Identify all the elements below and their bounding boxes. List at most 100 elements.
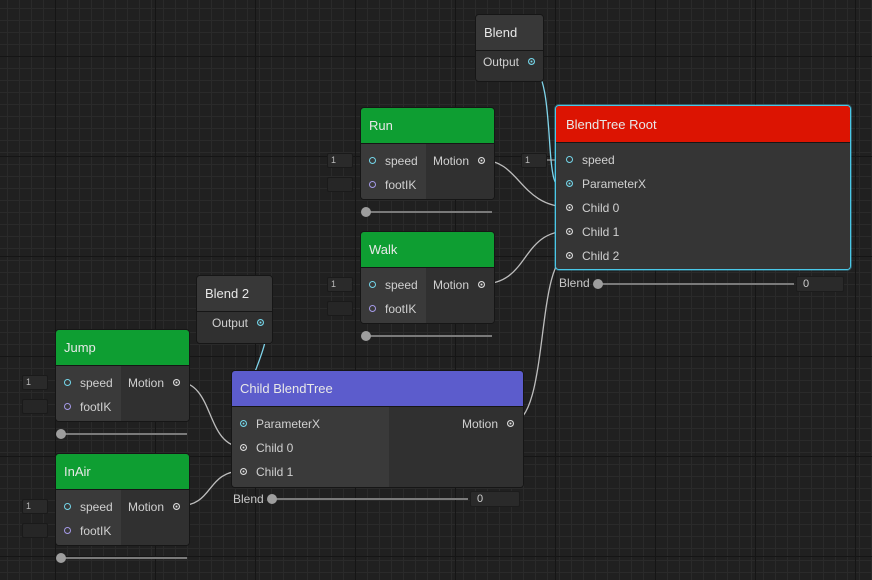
port-label: footIK	[385, 178, 417, 192]
node-blend-2-header[interactable]: Blend 2	[197, 276, 272, 312]
port-dot-icon[interactable]	[478, 281, 485, 288]
node-jump-title: Jump	[64, 340, 96, 355]
inair-slider-track[interactable]	[61, 557, 187, 559]
node-inair-title: InAir	[64, 464, 91, 479]
root-speed-value-field[interactable]: 1	[521, 153, 547, 168]
port-dot-icon[interactable]	[64, 403, 71, 410]
node-child-blendtree-header[interactable]: Child BlendTree	[232, 371, 523, 407]
jump-slider-track[interactable]	[61, 433, 187, 435]
port-inair-speed[interactable]: speed	[64, 495, 113, 519]
port-dot-icon[interactable]	[369, 157, 376, 164]
port-root-speed[interactable]: speed	[566, 148, 615, 172]
port-child-parameterx[interactable]: ParameterX	[240, 412, 320, 436]
node-run[interactable]: Run speed footIK Motion	[360, 107, 495, 200]
port-run-speed[interactable]: speed	[369, 149, 418, 173]
node-blendtree-root[interactable]: BlendTree Root speed ParameterX Child 0 …	[555, 105, 851, 270]
port-dot-icon[interactable]	[566, 204, 573, 211]
port-dot-icon[interactable]	[369, 281, 376, 288]
port-label: speed	[385, 278, 418, 292]
jump-speed-value-field[interactable]: 1	[22, 375, 48, 390]
port-dot-icon[interactable]	[566, 228, 573, 235]
port-label: speed	[80, 376, 113, 390]
port-root-child2[interactable]: Child 2	[566, 244, 619, 268]
port-walk-speed[interactable]: speed	[369, 273, 418, 297]
root-blend-slider-knob[interactable]	[593, 279, 603, 289]
port-root-child1[interactable]: Child 1	[566, 220, 619, 244]
port-dot-icon[interactable]	[566, 180, 573, 187]
inair-footik-value-field[interactable]	[22, 523, 48, 538]
port-jump-speed[interactable]: speed	[64, 371, 113, 395]
port-label: Output	[482, 55, 519, 69]
node-root-header[interactable]: BlendTree Root	[556, 106, 850, 143]
port-dot-icon[interactable]	[528, 58, 535, 65]
port-label: Motion	[461, 417, 498, 431]
inair-speed-value-field[interactable]: 1	[22, 499, 48, 514]
child-blend-value-field[interactable]: 0	[470, 491, 520, 507]
node-inair-header[interactable]: InAir	[56, 454, 189, 490]
port-jump-footik[interactable]: footIK	[64, 395, 111, 419]
port-dot-icon[interactable]	[240, 444, 247, 451]
walk-footik-value-field[interactable]	[327, 301, 353, 316]
node-child-blendtree[interactable]: Child BlendTree ParameterX Child 0 Child…	[231, 370, 524, 488]
port-child-child0[interactable]: Child 0	[240, 436, 293, 460]
port-root-parameterx[interactable]: ParameterX	[566, 172, 646, 196]
child-blend-slider-track[interactable]	[272, 498, 468, 500]
port-run-footik[interactable]: footIK	[369, 173, 416, 197]
root-blend-slider-track[interactable]	[598, 283, 794, 285]
port-dot-icon[interactable]	[566, 252, 573, 259]
run-footik-value-field[interactable]	[327, 177, 353, 192]
port-dot-icon[interactable]	[173, 379, 180, 386]
node-inair[interactable]: InAir speed footIK Motion	[55, 453, 190, 546]
port-root-child0[interactable]: Child 0	[566, 196, 619, 220]
port-dot-icon[interactable]	[369, 181, 376, 188]
run-speed-value-field[interactable]: 1	[327, 153, 353, 168]
node-blend-header[interactable]: Blend	[476, 15, 543, 51]
node-jump[interactable]: Jump speed footIK Motion	[55, 329, 190, 422]
node-walk-header[interactable]: Walk	[361, 232, 494, 268]
port-dot-icon[interactable]	[507, 420, 514, 427]
port-dot-icon[interactable]	[240, 468, 247, 475]
port-dot-icon[interactable]	[257, 319, 264, 326]
node-blend[interactable]: Blend Output	[475, 14, 544, 82]
run-slider-knob[interactable]	[361, 207, 371, 217]
port-label: Output	[211, 316, 248, 330]
port-dot-icon[interactable]	[64, 527, 71, 534]
node-jump-header[interactable]: Jump	[56, 330, 189, 366]
root-blend-value-field[interactable]: 0	[796, 276, 844, 292]
port-dot-icon[interactable]	[566, 156, 573, 163]
port-child-motion[interactable]: Motion	[462, 412, 514, 436]
port-blend-2-output[interactable]: Output	[212, 311, 264, 335]
port-label: Child 1	[582, 225, 620, 239]
port-walk-motion[interactable]: Motion	[433, 273, 485, 297]
port-label: Child 0	[582, 201, 620, 215]
port-label: ParameterX	[256, 417, 321, 431]
port-walk-footik[interactable]: footIK	[369, 297, 416, 321]
walk-speed-value-field[interactable]: 1	[327, 277, 353, 292]
port-blend-output[interactable]: Output	[483, 50, 535, 74]
port-label: speed	[80, 500, 113, 514]
inair-slider-knob[interactable]	[56, 553, 66, 563]
port-dot-icon[interactable]	[369, 305, 376, 312]
node-walk[interactable]: Walk speed footIK Motion	[360, 231, 495, 324]
child-blend-slider-knob[interactable]	[267, 494, 277, 504]
node-run-header[interactable]: Run	[361, 108, 494, 144]
walk-slider-track[interactable]	[366, 335, 492, 337]
port-label: Motion	[432, 154, 469, 168]
port-inair-motion[interactable]: Motion	[128, 495, 180, 519]
port-dot-icon[interactable]	[478, 157, 485, 164]
port-dot-icon[interactable]	[64, 503, 71, 510]
port-inair-footik[interactable]: footIK	[64, 519, 111, 543]
port-dot-icon[interactable]	[240, 420, 247, 427]
port-run-motion[interactable]: Motion	[433, 149, 485, 173]
node-blend-2[interactable]: Blend 2 Output	[196, 275, 273, 344]
port-label: footIK	[80, 524, 112, 538]
port-jump-motion[interactable]: Motion	[128, 371, 180, 395]
jump-slider-knob[interactable]	[56, 429, 66, 439]
port-dot-icon[interactable]	[64, 379, 71, 386]
port-child-child1[interactable]: Child 1	[240, 460, 293, 484]
port-label: Child 2	[582, 249, 620, 263]
port-dot-icon[interactable]	[173, 503, 180, 510]
run-slider-track[interactable]	[366, 211, 492, 213]
walk-slider-knob[interactable]	[361, 331, 371, 341]
jump-footik-value-field[interactable]	[22, 399, 48, 414]
